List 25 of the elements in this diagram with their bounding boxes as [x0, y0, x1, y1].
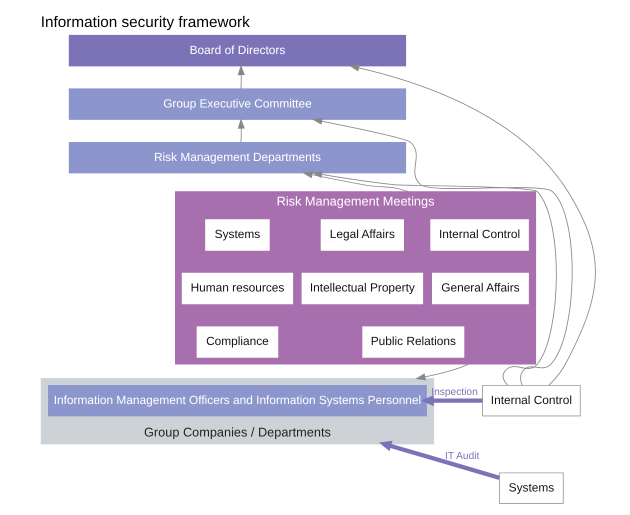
node-box: Public Relations [362, 326, 464, 358]
node-box: Legal Affairs [320, 219, 404, 251]
node-box: Internal Control [430, 219, 529, 251]
node-box: Human resources [182, 272, 294, 304]
node-box: Compliance [196, 326, 278, 358]
arrow [378, 440, 500, 480]
arrow [312, 170, 557, 386]
node-box: Internal Control [482, 384, 581, 416]
arrow [421, 395, 482, 406]
node-box: General Affairs [432, 272, 529, 304]
arrow [312, 118, 573, 386]
node-box: Systems [499, 472, 564, 504]
arrow [238, 64, 245, 90]
node-box: Information Management Officers and Information Systems Personnel [48, 384, 427, 416]
node-box: Board of Directors [68, 34, 406, 66]
diagram-title: Information security framework [40, 14, 250, 32]
edge-label: IT Audit [444, 450, 480, 462]
node-box: Intellectual Property [302, 272, 424, 304]
node-box: Systems [205, 219, 270, 251]
arrow [415, 364, 469, 380]
node-box: Risk Management Departments [68, 142, 406, 174]
arrow [238, 118, 245, 143]
arrow [302, 171, 409, 192]
node-box: Group Executive Committee [68, 88, 406, 120]
arrow [349, 64, 596, 386]
